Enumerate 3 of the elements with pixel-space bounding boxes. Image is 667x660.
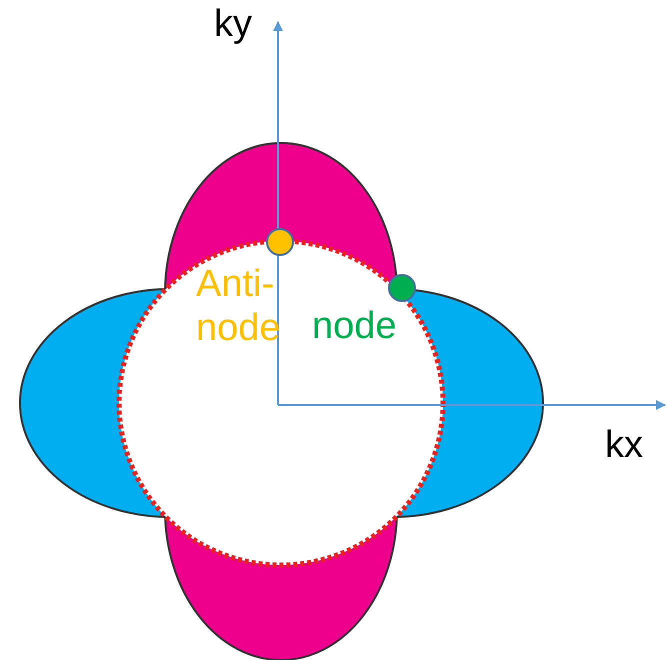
axis-label: kx bbox=[605, 423, 643, 467]
axis-label: ky bbox=[214, 2, 252, 46]
point-label: node bbox=[312, 304, 397, 348]
